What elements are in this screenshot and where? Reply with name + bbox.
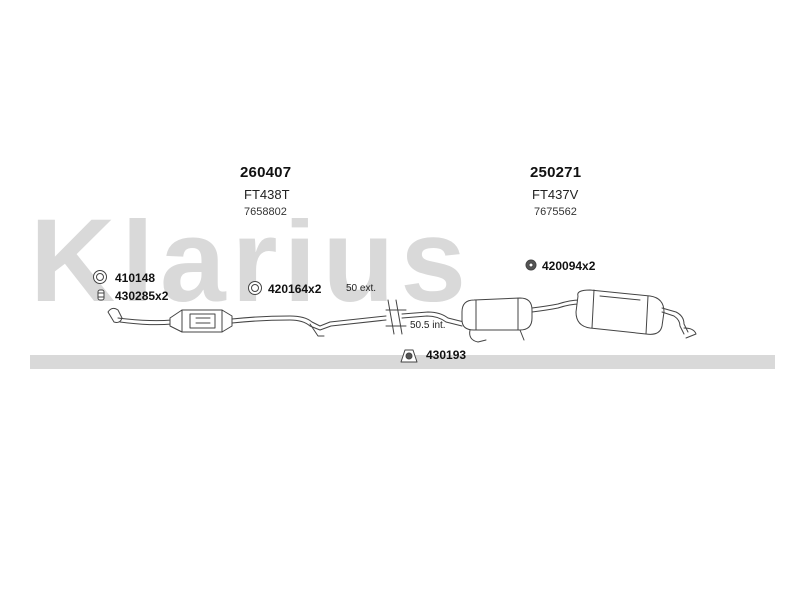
fitting-label-430285: 430285x2 [115, 289, 169, 303]
note-ext: 50 ext. [346, 283, 377, 294]
rear-silencer [575, 289, 665, 335]
oem-rear: 7675562 [534, 206, 577, 218]
code-rear: FT437V [532, 187, 579, 202]
fitting-label-420094: 420094x2 [542, 259, 596, 273]
front-silencer [169, 309, 233, 333]
fitting-label-430193: 430193 [426, 348, 467, 362]
code-front: FT438T [244, 187, 290, 202]
front-flange [107, 307, 123, 323]
clamp-icon [97, 289, 105, 301]
gasket-ring-icon-2 [248, 281, 262, 295]
centre-silencer [461, 297, 533, 343]
rubber-hanger-icon [525, 259, 537, 271]
gasket-ring-icon [93, 270, 107, 284]
mounting-bracket-icon [400, 349, 418, 363]
oem-front: 7658802 [244, 206, 287, 218]
fitting-label-410148: 410148 [115, 271, 156, 285]
part-number-rear: 250271 [530, 164, 582, 181]
fitting-label-420164: 420164x2 [268, 282, 322, 296]
note-int: 50.5 int. [410, 320, 446, 331]
part-number-front: 260407 [240, 164, 292, 181]
